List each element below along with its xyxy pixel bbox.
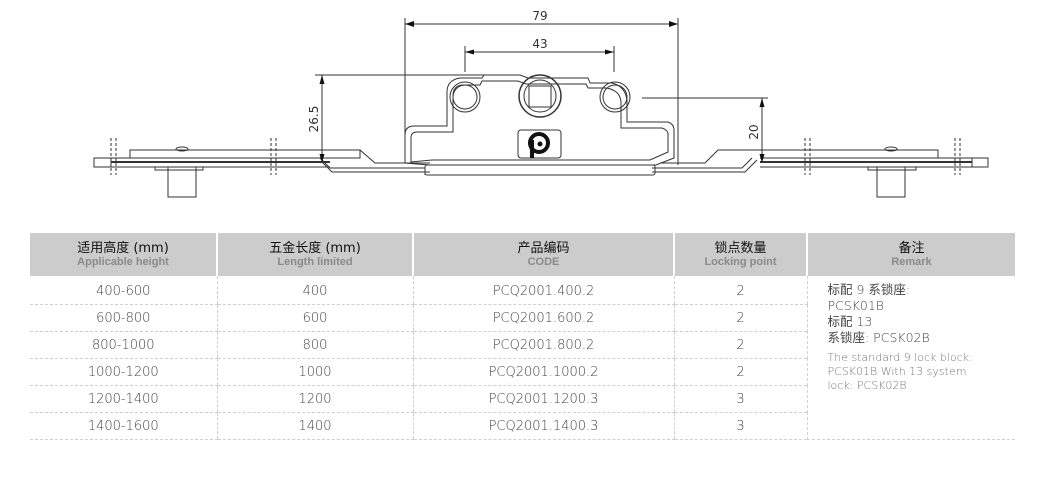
- cell-height: 800-1000: [30, 331, 217, 359]
- header-applicable-height: 适用高度 (mm)Applicable height: [30, 233, 217, 276]
- cell-code: PCQ2001.400.2: [412, 276, 674, 305]
- remark-en: The standard 9 lock block: PCSK01B With …: [827, 351, 973, 392]
- right-bar-end: [971, 157, 989, 168]
- left-bar-end: [93, 157, 112, 168]
- remark-cn: 标配 9 系锁座: PCSK01B 标配 13 系锁座: PCSK02B: [827, 282, 930, 345]
- cell-code: PCQ2001.1400.3: [412, 412, 674, 440]
- cell-code: PCQ2001.1000.2: [412, 358, 674, 386]
- left-stud: [167, 166, 197, 198]
- table-row: 1400-1600 1400 PCQ2001.1400.3 3: [30, 412, 1015, 440]
- cell-height: 1200-1400: [30, 385, 217, 413]
- cell-points: 2: [673, 331, 807, 359]
- cell-height: 1400-1600: [30, 412, 217, 440]
- cell-height: 1000-1200: [30, 358, 217, 386]
- right-stud: [876, 166, 906, 198]
- table-row: 600-800 600 PCQ2001.600.2 2: [30, 304, 1015, 332]
- cell-points: 2: [673, 276, 807, 305]
- table-row: 400-600 400 PCQ2001.400.2 2 标配 9 系锁座: PC…: [30, 276, 1015, 440]
- spec-table: 适用高度 (mm)Applicable height 五金长度 (mm)Leng…: [30, 233, 1015, 440]
- cell-points: 3: [673, 385, 807, 413]
- cell-length: 1200: [216, 385, 413, 413]
- left-plate: [129, 149, 361, 159]
- cell-length: 800: [216, 331, 413, 359]
- cell-length: 600: [216, 304, 413, 332]
- cell-points: 2: [673, 304, 807, 332]
- dim-overall-width: 79: [532, 9, 547, 23]
- cell-remark: 标配 9 系锁座: PCSK01B 标配 13 系锁座: PCSK02B The…: [806, 276, 1015, 440]
- table-row: 800-1000 800 PCQ2001.800.2 2: [30, 331, 1015, 359]
- cell-length: 1000: [216, 358, 413, 386]
- cell-height: 400-600: [30, 276, 217, 305]
- table-header-row: 适用高度 (mm)Applicable height 五金长度 (mm)Leng…: [30, 233, 1015, 276]
- cell-length: 400: [216, 276, 413, 305]
- lock-housing-outline: [404, 74, 675, 166]
- cell-code: PCQ2001.600.2: [412, 304, 674, 332]
- cell-points: 3: [673, 412, 807, 440]
- cell-length: 1400: [216, 412, 413, 440]
- cell-code: PCQ2001.800.2: [412, 331, 674, 359]
- dim-height-left: 26.5: [307, 106, 321, 133]
- table-row: 1200-1400 1200 PCQ2001.1200.3 3: [30, 385, 1015, 413]
- p-circle-logo-icon: [517, 129, 562, 159]
- brand-logo-icon: [528, 132, 550, 158]
- header-length-limited: 五金长度 (mm)Length limited: [216, 233, 413, 276]
- dim-height-right: 20: [747, 124, 761, 139]
- technical-drawing: 79 43 26.5 20: [93, 9, 989, 198]
- table-row: 1000-1200 1000 PCQ2001.1000.2 2: [30, 358, 1015, 386]
- cell-points: 2: [673, 358, 807, 386]
- dim-hole-spacing: 43: [532, 37, 547, 51]
- cell-code: PCQ2001.1200.3: [412, 385, 674, 413]
- cell-height: 600-800: [30, 304, 217, 332]
